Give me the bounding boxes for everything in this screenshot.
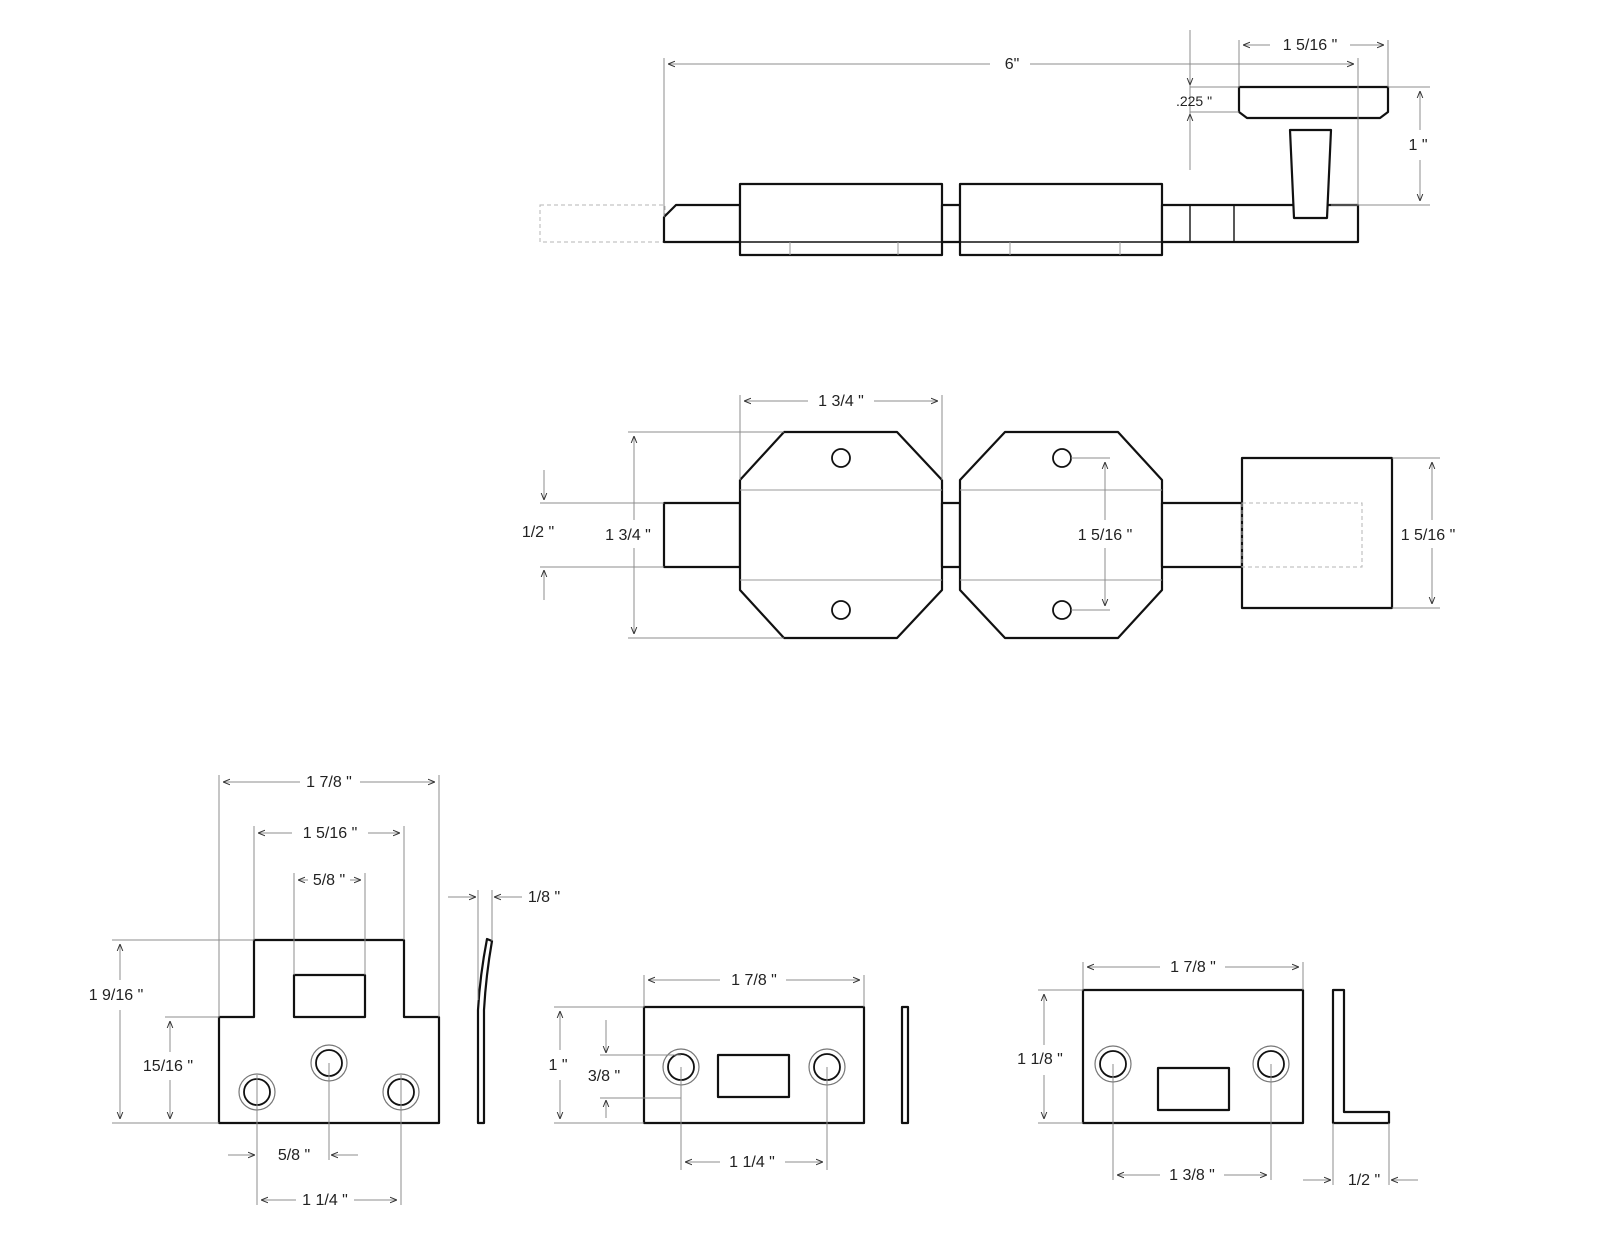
dim-keeper-flush-height: 1 9/16 " xyxy=(89,987,144,1004)
guide-top-left xyxy=(738,430,944,640)
bolt-retracted-hidden-outline xyxy=(539,204,666,243)
dim-keeper-flush-width: 1 7/8 " xyxy=(306,774,352,791)
dim-keeper-flush-base-height: 15/16 " xyxy=(143,1058,193,1075)
dim-guide-width: 1 3/4 " xyxy=(818,393,864,410)
dim-keeper-angle-leg-depth: 1/2 " xyxy=(1348,1172,1380,1189)
bolt-tip-top xyxy=(662,501,742,569)
bolt-tail-top xyxy=(1160,501,1244,569)
dim-knob-cap-thickness: .225 " xyxy=(1176,93,1212,109)
dim-guide-height: 1 3/4 " xyxy=(605,527,651,544)
keeper-flush-profile xyxy=(476,937,494,1125)
knob-top xyxy=(1240,456,1394,610)
keeper-flush-view: 1 7/8 " 1 5/16 " 5/8 " 1/8 " 1 9/16 " 15… xyxy=(89,774,560,1209)
keeper-flush-slot xyxy=(292,973,367,1019)
screw-hole xyxy=(831,448,851,468)
keeper-flush-plate xyxy=(217,938,441,1125)
keeper-angle-view: 1 7/8 " 1 1/8 " 1 3/8 " 1/2 " xyxy=(1017,959,1418,1189)
dim-knob-width-side: 1 5/16 " xyxy=(1283,37,1338,54)
dim-keeper-flush-hole-offset: 5/8 " xyxy=(278,1147,310,1164)
dim-keeper-flush-tab-width: 1 5/16 " xyxy=(303,825,358,842)
guide-side-left xyxy=(738,182,944,257)
keeper-angle-profile xyxy=(1331,988,1391,1125)
dim-knob-size: 1 5/16 " xyxy=(1401,527,1456,544)
side-view: 6" 1 5/16 " .225 " 1 " xyxy=(539,30,1430,257)
bolt-tip xyxy=(662,203,742,244)
keeper-angle-slot xyxy=(1156,1066,1231,1112)
keeper-flat-slot xyxy=(716,1053,791,1099)
guide-side-right xyxy=(958,182,1164,257)
guide-top-right xyxy=(958,430,1164,640)
bolt-hidden-under-knob xyxy=(1241,502,1363,568)
dim-keeper-flat-width: 1 7/8 " xyxy=(731,972,777,989)
bolt-between-guides-top xyxy=(940,501,962,569)
bolt-between-guides xyxy=(940,203,962,244)
keeper-flat-profile xyxy=(900,1005,910,1125)
dim-knob-height: 1 " xyxy=(1408,137,1427,154)
dim-keeper-angle-height: 1 1/8 " xyxy=(1017,1051,1063,1068)
screw-hole xyxy=(831,600,851,620)
knob-cap xyxy=(1237,85,1390,120)
dim-keeper-angle-hole-spacing: 1 3/8 " xyxy=(1169,1167,1215,1184)
dim-keeper-flat-height: 1 " xyxy=(548,1057,567,1074)
top-view: 1 3/4 " 1 3/4 " 1/2 " 1 5/16 " 1 5/16 " xyxy=(522,393,1456,640)
dim-keeper-flush-thickness: 1/8 " xyxy=(528,889,560,906)
bolt-tail xyxy=(1160,203,1360,244)
dim-hole-spacing-top: 1 5/16 " xyxy=(1078,527,1133,544)
dim-bolt-diameter: 1/2 " xyxy=(522,524,554,541)
dim-keeper-angle-width: 1 7/8 " xyxy=(1170,959,1216,976)
dim-keeper-flat-hole-height: 3/8 " xyxy=(588,1068,620,1085)
keeper-flat-view: 1 7/8 " 1 " 3/8 " 1 1/4 " xyxy=(548,972,910,1171)
screw-hole xyxy=(1052,600,1072,620)
knob-stem xyxy=(1288,128,1333,220)
screw-hole xyxy=(1052,448,1072,468)
dim-keeper-flat-hole-spacing: 1 1/4 " xyxy=(729,1154,775,1171)
dim-keeper-flush-slot-width: 5/8 " xyxy=(313,872,345,889)
dim-keeper-flush-hole-spacing: 1 1/4 " xyxy=(302,1192,348,1209)
dim-overall-length: 6" xyxy=(1005,56,1020,73)
